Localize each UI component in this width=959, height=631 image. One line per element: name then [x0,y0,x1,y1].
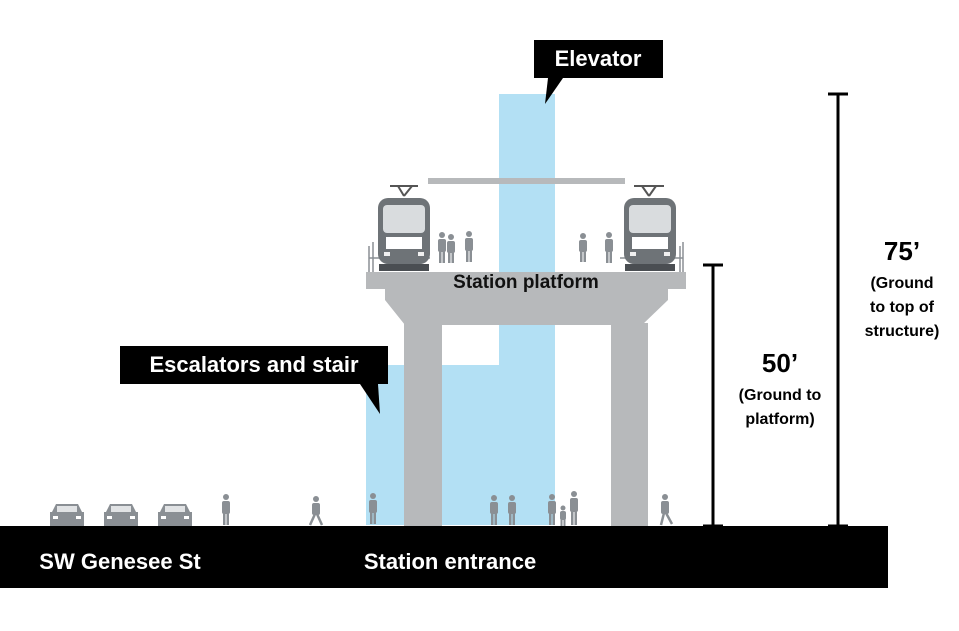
escalators-callout: Escalators and stair [120,346,388,414]
train-right [624,185,676,271]
escalators-label: Escalators and stair [149,352,359,377]
ground [0,526,888,588]
structure-height-dimension [828,92,848,528]
people-platform [438,231,613,263]
elevator-label: Elevator [555,46,642,71]
elevator-callout: Elevator [534,40,663,104]
cars [50,504,192,526]
support-column-left [404,323,442,526]
canopy [428,178,625,184]
train-left [378,185,430,271]
platform-height-note-2: platform) [745,411,814,428]
platform-label: Station platform [453,272,599,293]
platform-height-value: 50’ [762,348,798,378]
platform-deck [366,272,686,325]
street-label: SW Genesee St [39,549,201,574]
station-entrance-label: Station entrance [364,549,536,574]
platform-height-dimension [703,263,723,528]
platform-height-note-1: (Ground to [739,387,822,404]
structure-height-note-2: to top of [870,299,935,316]
structure-height-note-1: (Ground [870,275,933,292]
people-ground [222,491,674,526]
structure-height-value: 75’ [884,236,920,266]
support-column-right [611,323,648,526]
structure-height-note-3: structure) [865,323,940,340]
